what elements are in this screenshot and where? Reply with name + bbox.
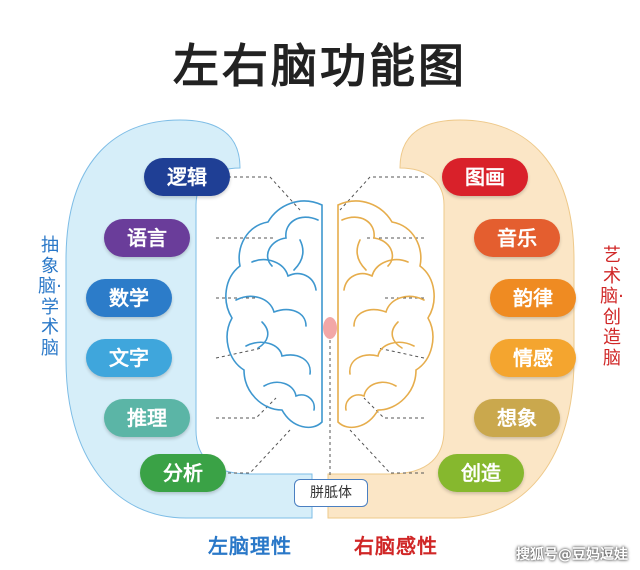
leader-line	[216, 176, 301, 211]
right-pill-drawing: 图画	[442, 158, 528, 196]
right-pill-rhythm: 韵律	[490, 279, 576, 317]
right-pill-music: 音乐	[474, 219, 560, 257]
right-pill-imagination: 想象	[474, 399, 560, 437]
left-pill-text: 文字	[86, 339, 172, 377]
right-pill-creation: 创造	[438, 454, 524, 492]
leader-line	[216, 429, 291, 474]
left-bottom-label: 左脑理性	[208, 534, 292, 558]
leader-line	[216, 397, 277, 419]
right-hemisphere	[337, 200, 435, 429]
right-pill-emotion: 情感	[490, 339, 576, 377]
page-title: 左右脑功能图	[173, 39, 467, 93]
left-hemisphere	[225, 200, 323, 429]
leader-line	[363, 397, 424, 419]
right-side-label: 艺术脑·创造脑	[600, 245, 624, 369]
left-side-label: 抽象脑·学术脑	[38, 235, 62, 359]
leader-line	[215, 347, 263, 359]
watermark: 搜狐号@豆妈逗娃	[516, 547, 628, 563]
right-bottom-label: 右脑感性	[354, 534, 438, 558]
leader-line	[349, 429, 424, 474]
left-pill-math: 数学	[86, 279, 172, 317]
left-pill-logic: 逻辑	[144, 158, 230, 196]
left-pill-language: 语言	[104, 219, 190, 257]
leader-line	[339, 176, 424, 211]
corpus-callosum	[323, 317, 337, 339]
corpus-callosum-label: 胼胝体	[294, 479, 368, 507]
left-pill-analysis: 分析	[140, 454, 226, 492]
left-pill-reasoning: 推理	[104, 399, 190, 437]
leader-line	[377, 347, 425, 359]
